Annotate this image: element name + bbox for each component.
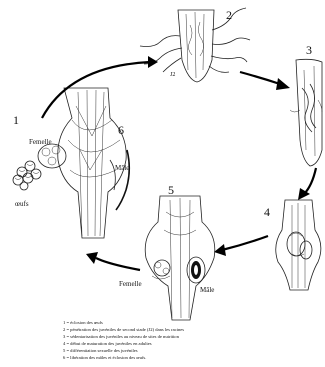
legend-item-1: 1 = éclosion des œufs (63, 320, 103, 325)
femelle-label-stage-1: Femelle (29, 138, 52, 146)
stage-number-1: 1 (13, 113, 19, 127)
stage-3-root (290, 59, 322, 166)
legend-item-3: 3 = sédentarisation des juvéniles au niv… (63, 334, 180, 339)
stage-4-root (276, 200, 321, 290)
egg-mass (13, 161, 41, 190)
legend-item-5: 5 = différentiation sexuelle des juvénil… (63, 348, 138, 353)
femelle-label-stage-5: Femelle (119, 280, 142, 288)
male-label-stage-5: Mâle (200, 286, 214, 294)
released-male-worm (116, 150, 129, 210)
stage-1-root (13, 88, 126, 238)
j2-label: J2 (170, 72, 175, 78)
stage-number-6: 6 (118, 123, 124, 137)
stage-2-root (140, 8, 250, 82)
oeufs-label: œufs (15, 200, 29, 208)
legend: 1 = éclosion des œufs 2 = pénétration de… (63, 320, 184, 360)
stage-number-3: 3 (306, 43, 312, 57)
male-label-stage-1: Mâle (115, 164, 129, 172)
stage-5-root (145, 196, 215, 320)
legend-item-2: 2 = pénétration des juvéniles de second … (63, 327, 184, 332)
legend-item-6: 6 = libération des mâles et éclosion des… (63, 355, 146, 360)
stage-number-2: 2 (226, 8, 232, 22)
legend-item-4: 4 = début de maturation des juvéniles en… (63, 341, 152, 346)
stage-number-5: 5 (168, 183, 174, 197)
stage-number-4: 4 (264, 205, 270, 219)
